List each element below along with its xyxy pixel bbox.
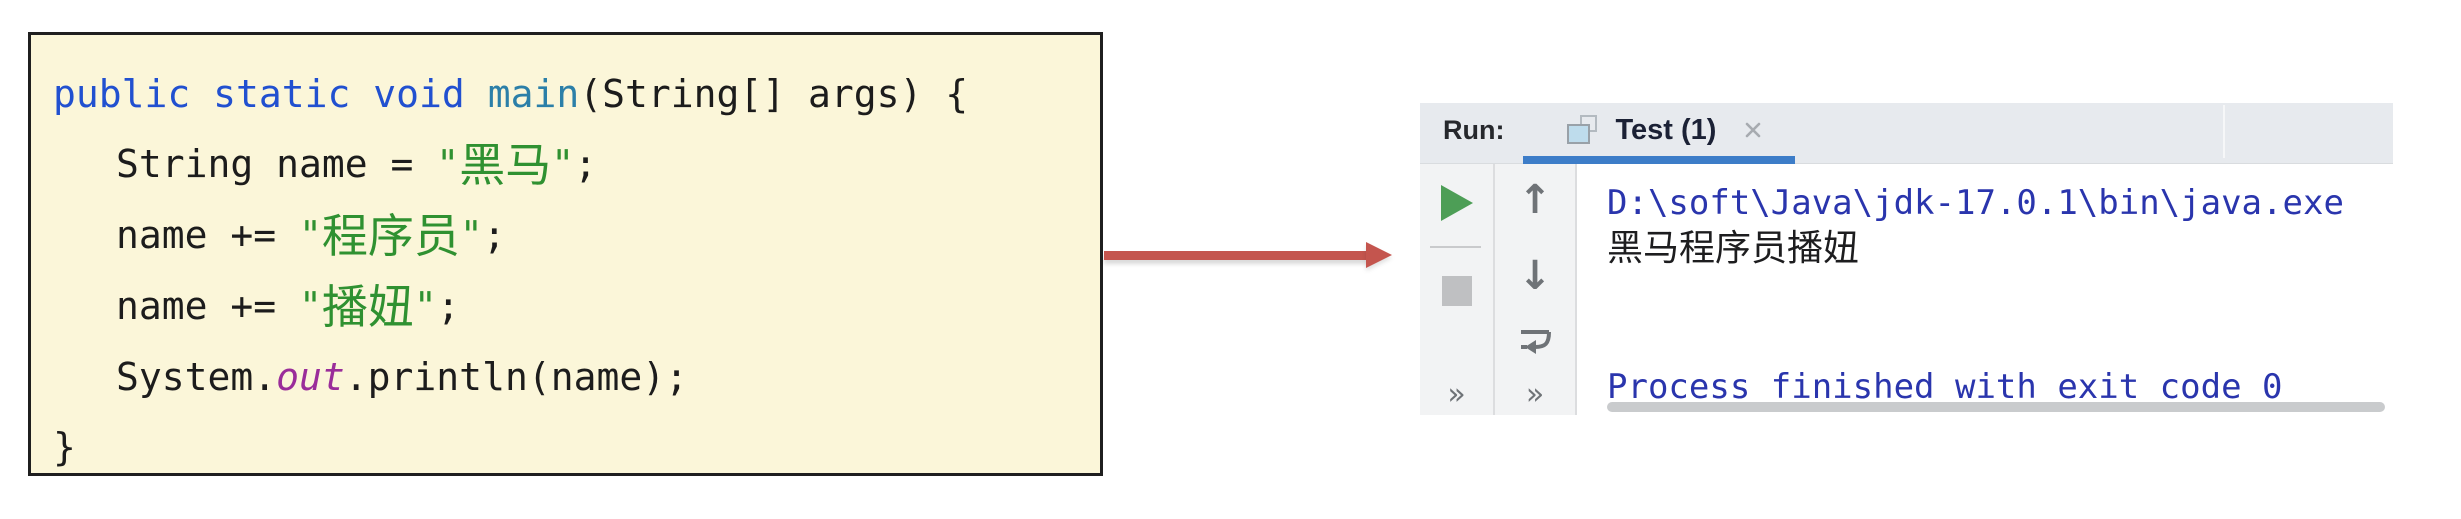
- soft-wrap-button[interactable]: [1517, 326, 1553, 356]
- console-tab-icon: [1566, 114, 1598, 146]
- up-stack-trace-button[interactable]: ↑: [1518, 177, 1552, 223]
- console-line: Process finished with exit code 0: [1607, 367, 2283, 407]
- tab-test-1[interactable]: Test (1): [1566, 114, 1764, 147]
- code-line: }: [53, 425, 76, 469]
- run-panel-body: » ↑ ↓ » D:\soft\Java\jdk-17.0.1\bin\java…: [1420, 164, 2393, 415]
- run-panel-title: Run:: [1443, 114, 1505, 145]
- tab-label: Test (1): [1615, 113, 1717, 146]
- more-actions-button[interactable]: »: [1447, 377, 1466, 412]
- code-line: name += "程序员";: [116, 209, 506, 263]
- code-line: public static void main(String[] args) {: [53, 72, 969, 116]
- code-snippet-box: public static void main(String[] args) {…: [28, 32, 1103, 476]
- stop-button[interactable]: [1420, 276, 1493, 306]
- close-icon[interactable]: [1742, 119, 1764, 141]
- run-tool-window: Run: Test (1): [1420, 103, 2393, 415]
- tab-icon-front-frame: [1567, 124, 1591, 144]
- console-toolbar: ↑ ↓ »: [1495, 164, 1577, 415]
- stop-icon: [1441, 276, 1472, 306]
- flow-arrow: [1104, 242, 1392, 268]
- console-line: [1607, 272, 2393, 318]
- run-toolbar: »: [1420, 164, 1495, 415]
- arrow-shaft: [1104, 251, 1368, 260]
- code-block: public static void main(String[] args) {…: [53, 59, 1100, 473]
- run-panel-header: Run: Test (1): [1420, 103, 2393, 164]
- rerun-button[interactable]: [1420, 185, 1493, 221]
- code-line: name += "播妞";: [116, 280, 460, 334]
- play-icon: [1440, 185, 1473, 221]
- console-area: D:\soft\Java\jdk-17.0.1\bin\java.exe 黑马程序…: [1577, 164, 2393, 415]
- horizontal-scrollbar[interactable]: [1607, 402, 2385, 412]
- down-stack-trace-button[interactable]: ↓: [1518, 253, 1552, 299]
- arrow-right-icon: [1366, 242, 1392, 268]
- console-line: [1607, 318, 2393, 364]
- console-line: D:\soft\Java\jdk-17.0.1\bin\java.exe: [1607, 183, 2344, 223]
- active-tab-indicator: [1523, 156, 1795, 164]
- console-line: 黑马程序员播妞: [1607, 228, 1860, 269]
- console-output: D:\soft\Java\jdk-17.0.1\bin\java.exe 黑马程序…: [1577, 164, 2393, 410]
- header-divider: [2223, 105, 2225, 158]
- more-console-actions-button[interactable]: »: [1525, 377, 1545, 412]
- code-line: String name = "黑马";: [116, 138, 597, 192]
- code-line: System.out.println(name);: [116, 355, 688, 399]
- toolbar-divider: [1430, 246, 1481, 248]
